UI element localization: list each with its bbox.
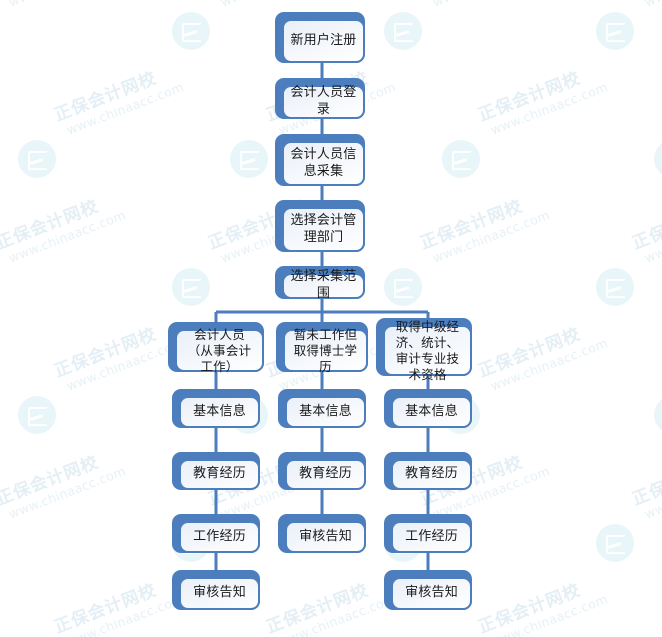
node-body: 基本信息 [179, 396, 260, 428]
node-trunk-1[interactable]: 新用户注册 [275, 12, 365, 63]
node-label: 审核告知 [299, 528, 352, 544]
node-label: 审核告知 [193, 585, 246, 601]
node-trunk-2[interactable]: 会计人员登录 [275, 78, 365, 119]
node-trunk-3[interactable]: 会计人员信息采集 [275, 134, 365, 186]
node-branch-left-step-4[interactable]: 审核告知 [172, 570, 260, 610]
node-label: 会计人员（从事会计工作） [187, 326, 252, 374]
node-body: 会计人员（从事会计工作） [175, 326, 264, 374]
node-label: 新用户注册 [290, 32, 357, 48]
node-label: 工作经历 [193, 528, 246, 544]
node-label: 选择会计管理部门 [290, 212, 357, 245]
node-branch-middle-step-2[interactable]: 教育经历 [278, 452, 366, 490]
node-body: 基本信息 [391, 396, 472, 428]
node-label: 教育经历 [405, 466, 458, 482]
node-body: 基本信息 [285, 396, 366, 428]
node-label: 选择采集范围 [290, 269, 357, 301]
node-label: 审核告知 [405, 585, 458, 601]
node-label: 基本信息 [299, 403, 352, 419]
node-label: 工作经历 [405, 528, 458, 544]
node-body: 审核告知 [391, 577, 472, 610]
node-body: 工作经历 [391, 521, 472, 553]
node-body: 会计人员登录 [282, 85, 365, 119]
node-branch-left-step-1[interactable]: 基本信息 [172, 389, 260, 428]
node-label: 教育经历 [299, 466, 352, 482]
node-label: 取得中级经济、统计、审计专业技术资格 [395, 318, 460, 382]
node-branch-left-head[interactable]: 会计人员（从事会计工作） [168, 322, 264, 374]
node-branch-middle-step-3[interactable]: 审核告知 [278, 514, 366, 553]
node-body: 取得中级经济、统计、审计专业技术资格 [383, 319, 472, 382]
node-trunk-5[interactable]: 选择采集范围 [275, 266, 365, 301]
node-branch-left-step-2[interactable]: 教育经历 [172, 452, 260, 490]
node-label: 基本信息 [193, 403, 246, 419]
node-body: 新用户注册 [282, 19, 365, 63]
node-branch-middle-head[interactable]: 暂未工作但取得博士学历 [276, 322, 368, 374]
node-label: 教育经历 [193, 466, 246, 482]
node-label: 会计人员登录 [290, 85, 357, 117]
node-body: 审核告知 [285, 521, 366, 553]
node-trunk-4[interactable]: 选择会计管理部门 [275, 200, 365, 252]
node-branch-left-step-3[interactable]: 工作经历 [172, 514, 260, 553]
node-branch-right-step-2[interactable]: 教育经历 [384, 452, 472, 490]
node-label: 会计人员信息采集 [290, 146, 357, 179]
node-label: 基本信息 [405, 403, 458, 419]
node-branch-right-step-3[interactable]: 工作经历 [384, 514, 472, 553]
node-body: 审核告知 [179, 577, 260, 610]
node-body: 选择采集范围 [282, 269, 365, 301]
node-body: 教育经历 [391, 459, 472, 490]
node-branch-right-step-1[interactable]: 基本信息 [384, 389, 472, 428]
node-body: 会计人员信息采集 [282, 141, 365, 186]
node-body: 教育经历 [285, 459, 366, 490]
node-branch-right-step-4[interactable]: 审核告知 [384, 570, 472, 610]
node-body: 选择会计管理部门 [282, 207, 365, 252]
node-body: 工作经历 [179, 521, 260, 553]
node-body: 教育经历 [179, 459, 260, 490]
node-branch-middle-step-1[interactable]: 基本信息 [278, 389, 366, 428]
node-branch-right-head[interactable]: 取得中级经济、统计、审计专业技术资格 [376, 318, 472, 382]
node-label: 暂未工作但取得博士学历 [293, 326, 358, 374]
node-body: 暂未工作但取得博士学历 [283, 326, 368, 374]
